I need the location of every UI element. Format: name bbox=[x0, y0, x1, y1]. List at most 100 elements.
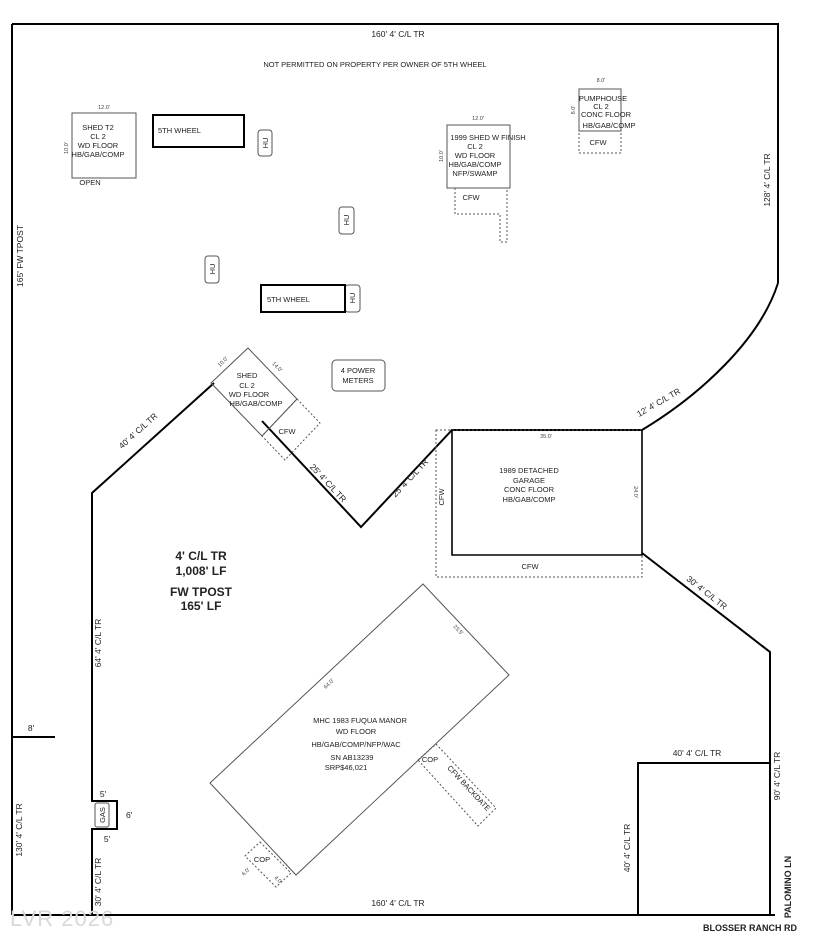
pumphouse-lines-0-label: PUMPHOUSE bbox=[579, 94, 627, 103]
power-meters-1-label: METERS bbox=[342, 376, 373, 385]
pumphouse-lines-3-label: HB/GAB/COMP bbox=[583, 121, 636, 130]
fifth-wheel-bottom-label: 5TH WHEEL bbox=[267, 295, 310, 304]
pumphouse-lines-1-label: CL 2 bbox=[593, 102, 609, 111]
pumphouse-lines-2-label: CONC FLOOR bbox=[581, 110, 632, 119]
shed-1999-lines-1-label: CL 2 bbox=[467, 142, 483, 151]
hu-label-label: HU bbox=[208, 264, 217, 275]
fence-label-left-mid: 64' 4' C/L TR bbox=[93, 619, 103, 668]
watermark: LVR 2026 bbox=[10, 906, 114, 931]
fence-label-right-upper: 128' 4' C/L TR bbox=[762, 153, 772, 206]
road-palomino: PALOMINO LN bbox=[783, 856, 793, 918]
shed-1999-lines-0-label: 1999 SHED W FINISH bbox=[450, 133, 525, 142]
shed-t2-lines-0-label: SHED T2 bbox=[82, 123, 114, 132]
fifth-wheel-top-label: 5TH WHEEL bbox=[158, 126, 201, 135]
left-stub-label: 8' bbox=[28, 723, 35, 733]
shed-mid-width-label: 14.0' bbox=[270, 361, 282, 374]
mhc-length-label: 64.0' bbox=[323, 678, 336, 690]
hu-unit-3: HU bbox=[204, 255, 220, 284]
fence-label-left-bottom: 30' 4' C/L TR bbox=[93, 858, 103, 907]
shed-t2-extra-label: OPEN bbox=[79, 178, 100, 187]
fence-label-left: 165' FW TPOST bbox=[15, 225, 25, 287]
mhc-lines-3-label: SN AB13239 bbox=[331, 753, 374, 762]
fence-label-diag-right-lower: 30' 4' C/L TR bbox=[685, 574, 729, 612]
fence-label-right-box-top: 40' 4' C/L TR bbox=[673, 748, 722, 758]
pumphouse-depth-label: 8.0' bbox=[571, 106, 577, 115]
hu-unit-1: HU bbox=[257, 129, 273, 157]
garage-width-label: 35.0' bbox=[540, 434, 552, 440]
totals-3-label: 165' LF bbox=[181, 599, 222, 613]
garage-lines-1-label: GARAGE bbox=[513, 476, 545, 485]
garage-porch-bottom-label: CFW bbox=[521, 562, 539, 571]
mhc-lines-1-label: WD FLOOR bbox=[336, 727, 377, 736]
gas-dim-top-label: 5' bbox=[100, 789, 107, 799]
fence-label-top: 160' 4' C/L TR bbox=[371, 29, 424, 39]
shed-t2-lines-2-label: WD FLOOR bbox=[78, 141, 119, 150]
gas-meter: GAS 5' 6' 5' bbox=[94, 789, 133, 844]
shed-1999-lines-4-label: NFP/SWAMP bbox=[452, 169, 497, 178]
fence-label-diag-right-short: 12' 4' C/L TR bbox=[635, 386, 682, 419]
shed-1999-width-label: 12.0' bbox=[472, 116, 484, 122]
fence-label-diag-upper-left: 40' 4' C/L TR bbox=[117, 411, 160, 451]
garage-lines-2-label: CONC FLOOR bbox=[504, 485, 555, 494]
shed-mid-lines-0-label: SHED bbox=[237, 371, 258, 380]
shed-t2-depth-label: 10.0' bbox=[64, 142, 70, 154]
totals-1-label: 1,008' LF bbox=[176, 564, 227, 578]
shed-1999-lines-3-label: HB/GAB/COMP bbox=[449, 160, 502, 169]
gas-dim-bottom-label: 5' bbox=[104, 834, 111, 844]
shed-t2: 12.0' 10.0' SHED T2 CL 2 WD FLOOR HB/GAB… bbox=[64, 105, 137, 187]
shed-mid: 14.0' 10.0' SHED CL 2 WD FLOOR HB/GAB/CO… bbox=[210, 347, 321, 461]
garage-depth-label: 24.0' bbox=[632, 486, 638, 498]
totals-0-label: 4' C/L TR bbox=[175, 549, 227, 563]
shed-t2-lines-3-label: HB/GAB/COMP bbox=[72, 150, 125, 159]
fence-label-bottom: 160' 4' C/L TR bbox=[371, 898, 424, 908]
fence-label-diag-mid-2: 25' 4' C/L TR bbox=[390, 457, 430, 499]
garage-lines-0-label: 1989 DETACHED bbox=[499, 466, 559, 475]
garage-lines-3-label: HB/GAB/COMP bbox=[503, 495, 556, 504]
mhc-cop-bottom-label: COP bbox=[254, 855, 270, 864]
pumphouse-width-label: 8.0' bbox=[597, 78, 606, 84]
power-meters-0-label: 4 POWER bbox=[341, 366, 376, 375]
hu-unit-4: HU bbox=[344, 284, 361, 313]
pumphouse-porch-label: CFW bbox=[589, 138, 607, 147]
shed-1999-lines-2-label: WD FLOOR bbox=[455, 151, 496, 160]
shed-t2-lines-1-label: CL 2 bbox=[90, 132, 106, 141]
hu-label-label: HU bbox=[261, 138, 270, 149]
shed-mid-lines-2-label: WD FLOOR bbox=[229, 390, 270, 399]
garage-porch-left-label: CFW bbox=[437, 488, 446, 506]
gas-label-label: GAS bbox=[98, 807, 107, 823]
mhc-cfw-backdate-label: CFW BACKDATE bbox=[445, 764, 492, 813]
mhc-lines-4-label: SRP$46,021 bbox=[325, 763, 368, 772]
shed-1999: 12.0' 10.0' 1999 SHED W FINISH CL 2 WD F… bbox=[439, 116, 526, 243]
shed-mid-porch-label: CFW bbox=[278, 427, 296, 436]
hu-label-label: HU bbox=[342, 215, 351, 226]
not-permitted-note: NOT PERMITTED ON PROPERTY PER OWNER OF 5… bbox=[263, 60, 486, 69]
mhc-lines-0-label: MHC 1983 FUQUA MANOR bbox=[313, 716, 407, 725]
road-blosser-ranch: BLOSSER RANCH RD bbox=[703, 923, 798, 933]
fifth-wheel-bottom: 5TH WHEEL bbox=[260, 284, 346, 313]
mhc-lines-2-label: HB/GAB/COMP/NFP/WAC bbox=[311, 740, 401, 749]
shed-1999-depth-label: 10.0' bbox=[439, 150, 445, 162]
power-meters: 4 POWER METERS bbox=[331, 359, 386, 392]
shed-t2-width-label: 12.0' bbox=[98, 105, 110, 111]
mhc-cop-dim-a-label: 6.0' bbox=[241, 867, 251, 877]
detached-garage: 35.0' 24.0' 1989 DETACHED GARAGE CONC FL… bbox=[435, 429, 643, 578]
fence-label-left-lower: 130' 4' C/L TR bbox=[14, 803, 24, 856]
hu-label-label: HU bbox=[348, 293, 357, 304]
pumphouse: 8.0' 8.0' PUMPHOUSE CL 2 CONC FLOOR HB/G… bbox=[571, 78, 636, 154]
totals-2-label: FW TPOST bbox=[170, 585, 233, 599]
gas-dim-right-label: 6' bbox=[126, 810, 133, 820]
fifth-wheel-top: 5TH WHEEL bbox=[152, 114, 245, 148]
fence-label-right-box-left: 40' 4' C/L TR bbox=[622, 824, 632, 873]
mhc-cop-label: COP bbox=[422, 755, 438, 764]
totals-block: 4' C/L TR 1,008' LF FW TPOST 165' LF bbox=[170, 549, 233, 613]
shed-mid-lines-3-label: HB/GAB/COMP bbox=[230, 399, 283, 408]
fence-label-diag-mid-1: 25' 4' C/L TR bbox=[308, 462, 348, 504]
shed-mid-lines-1-label: CL 2 bbox=[239, 381, 255, 390]
shed-1999-porch-label: CFW bbox=[462, 193, 480, 202]
mhc-cop-dim-b-label: 4.0' bbox=[273, 875, 283, 885]
fence-label-right-box-right: 90' 4' C/L TR bbox=[772, 752, 782, 801]
property-boundary bbox=[11, 23, 779, 916]
hu-unit-2: HU bbox=[338, 206, 355, 235]
manufactured-home: 64.0' 23.5' MHC 1983 FUQUA MANOR WD FLOO… bbox=[209, 583, 510, 888]
